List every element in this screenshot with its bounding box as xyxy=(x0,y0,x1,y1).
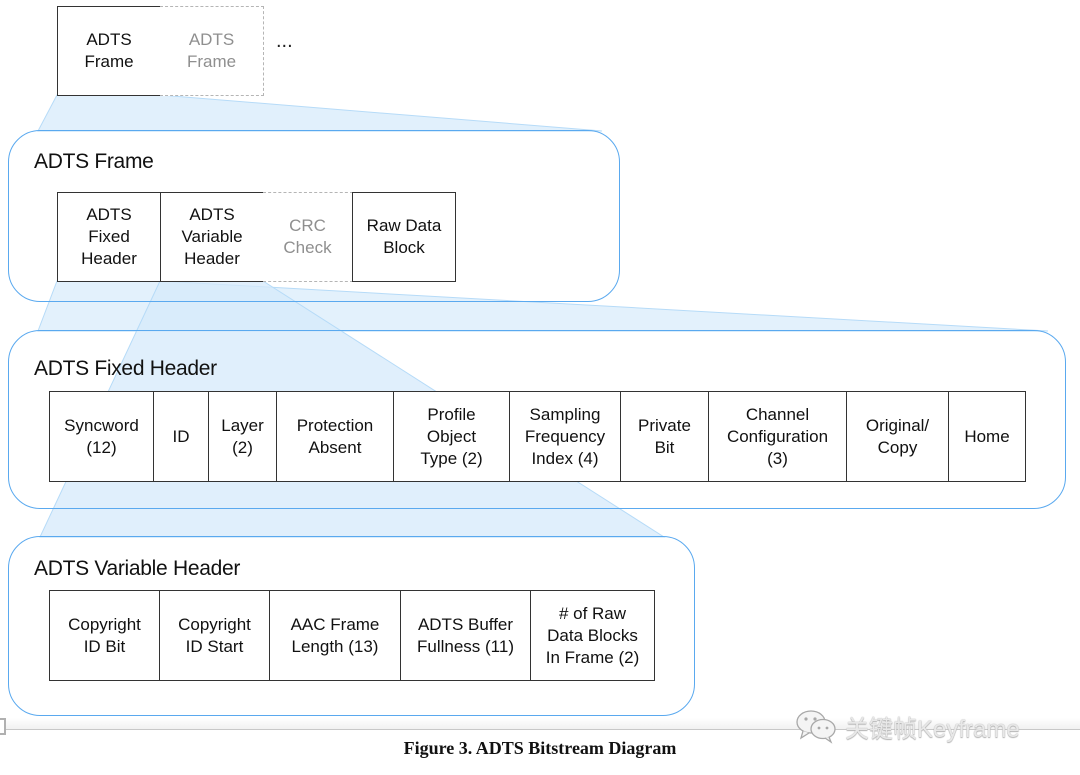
field-label: Protection Absent xyxy=(296,415,374,457)
stream-frame-2-label: ADTS Frame xyxy=(186,30,237,71)
wechat-icon xyxy=(795,708,839,744)
fixed-header-field[interactable]: Home xyxy=(948,391,1026,482)
watermark-text: 关键帧Keyframe xyxy=(845,715,1020,743)
fixed-header-field[interactable]: Private Bit xyxy=(620,391,709,482)
adts-frame-container xyxy=(8,130,620,302)
field-label: Channel Configuration (3) xyxy=(726,404,829,468)
variable-header-title: ADTS Variable Header xyxy=(34,557,241,580)
field-label: Raw Data Block xyxy=(366,216,442,257)
field-label: Profile Object Type (2) xyxy=(420,404,483,468)
fixed-header-field[interactable]: Sampling Frequency Index (4) xyxy=(509,391,621,482)
field-label: Layer (2) xyxy=(221,415,264,457)
page-corner-marker xyxy=(0,718,6,735)
variable-header-container xyxy=(8,536,695,716)
page-break-rule xyxy=(0,729,1080,730)
watermark: 关键帧Keyframe xyxy=(795,706,1020,746)
stream-frame-1[interactable]: ADTS Frame xyxy=(57,6,161,96)
stream-frame-1-label: ADTS Frame xyxy=(84,30,134,71)
field-label: ADTS Buffer Fullness (11) xyxy=(417,614,514,656)
fixed-header-field[interactable]: Syncword (12) xyxy=(49,391,154,482)
field-label: # of Raw Data Blocks In Frame (2) xyxy=(545,603,640,667)
field-label: CRC Check xyxy=(283,216,332,257)
field-label: Sampling Frequency Index (4) xyxy=(524,404,606,468)
fixed-header-field[interactable]: Protection Absent xyxy=(276,391,394,482)
connector-frame-to-adts-frame xyxy=(37,94,603,132)
field-label: ADTS Fixed Header xyxy=(81,205,137,268)
field-adts-fixed-header[interactable]: ADTS Fixed Header xyxy=(57,192,161,282)
field-label: Syncword (12) xyxy=(64,415,139,457)
fixed-header-field[interactable]: Original/ Copy xyxy=(846,391,949,482)
field-label: Original/ Copy xyxy=(865,415,930,457)
fixed-header-title: ADTS Fixed Header xyxy=(34,357,217,380)
figure-caption: Figure 3. ADTS Bitstream Diagram xyxy=(403,738,677,758)
field-label: Copyright ID Start xyxy=(178,614,251,656)
stream-frame-2[interactable]: ADTS Frame xyxy=(160,6,264,96)
variable-header-field[interactable]: # of Raw Data Blocks In Frame (2) xyxy=(530,590,655,681)
variable-header-field[interactable]: Copyright ID Bit xyxy=(49,590,160,681)
fixed-header-field[interactable]: Profile Object Type (2) xyxy=(393,391,510,482)
truncated-text-line xyxy=(0,0,1080,4)
field-label: ID xyxy=(172,426,190,446)
page-break-shadow xyxy=(0,718,1080,729)
field-label: ADTS Variable Header xyxy=(181,205,243,268)
field-adts-variable-header[interactable]: ADTS Variable Header xyxy=(160,192,264,282)
field-label: AAC Frame Length (13) xyxy=(290,614,380,656)
fixed-header-field[interactable]: ID xyxy=(153,391,209,482)
fixed-header-field[interactable]: Channel Configuration (3) xyxy=(708,391,847,482)
fixed-header-field[interactable]: Layer (2) xyxy=(208,391,277,482)
variable-header-field[interactable]: Copyright ID Start xyxy=(159,590,270,681)
adts-frame-title: ADTS Frame xyxy=(34,150,154,173)
fixed-header-container xyxy=(8,330,1066,509)
variable-header-field[interactable]: ADTS Buffer Fullness (11) xyxy=(400,590,531,681)
field-label: Private Bit xyxy=(638,415,691,457)
stream-ellipsis: ... xyxy=(276,30,293,52)
field-crc-check[interactable]: CRC Check xyxy=(263,192,353,282)
field-raw-data-block[interactable]: Raw Data Block xyxy=(352,192,456,282)
field-label: Home xyxy=(964,426,1010,446)
variable-header-field[interactable]: AAC Frame Length (13) xyxy=(269,590,401,681)
field-label: Copyright ID Bit xyxy=(68,614,141,656)
